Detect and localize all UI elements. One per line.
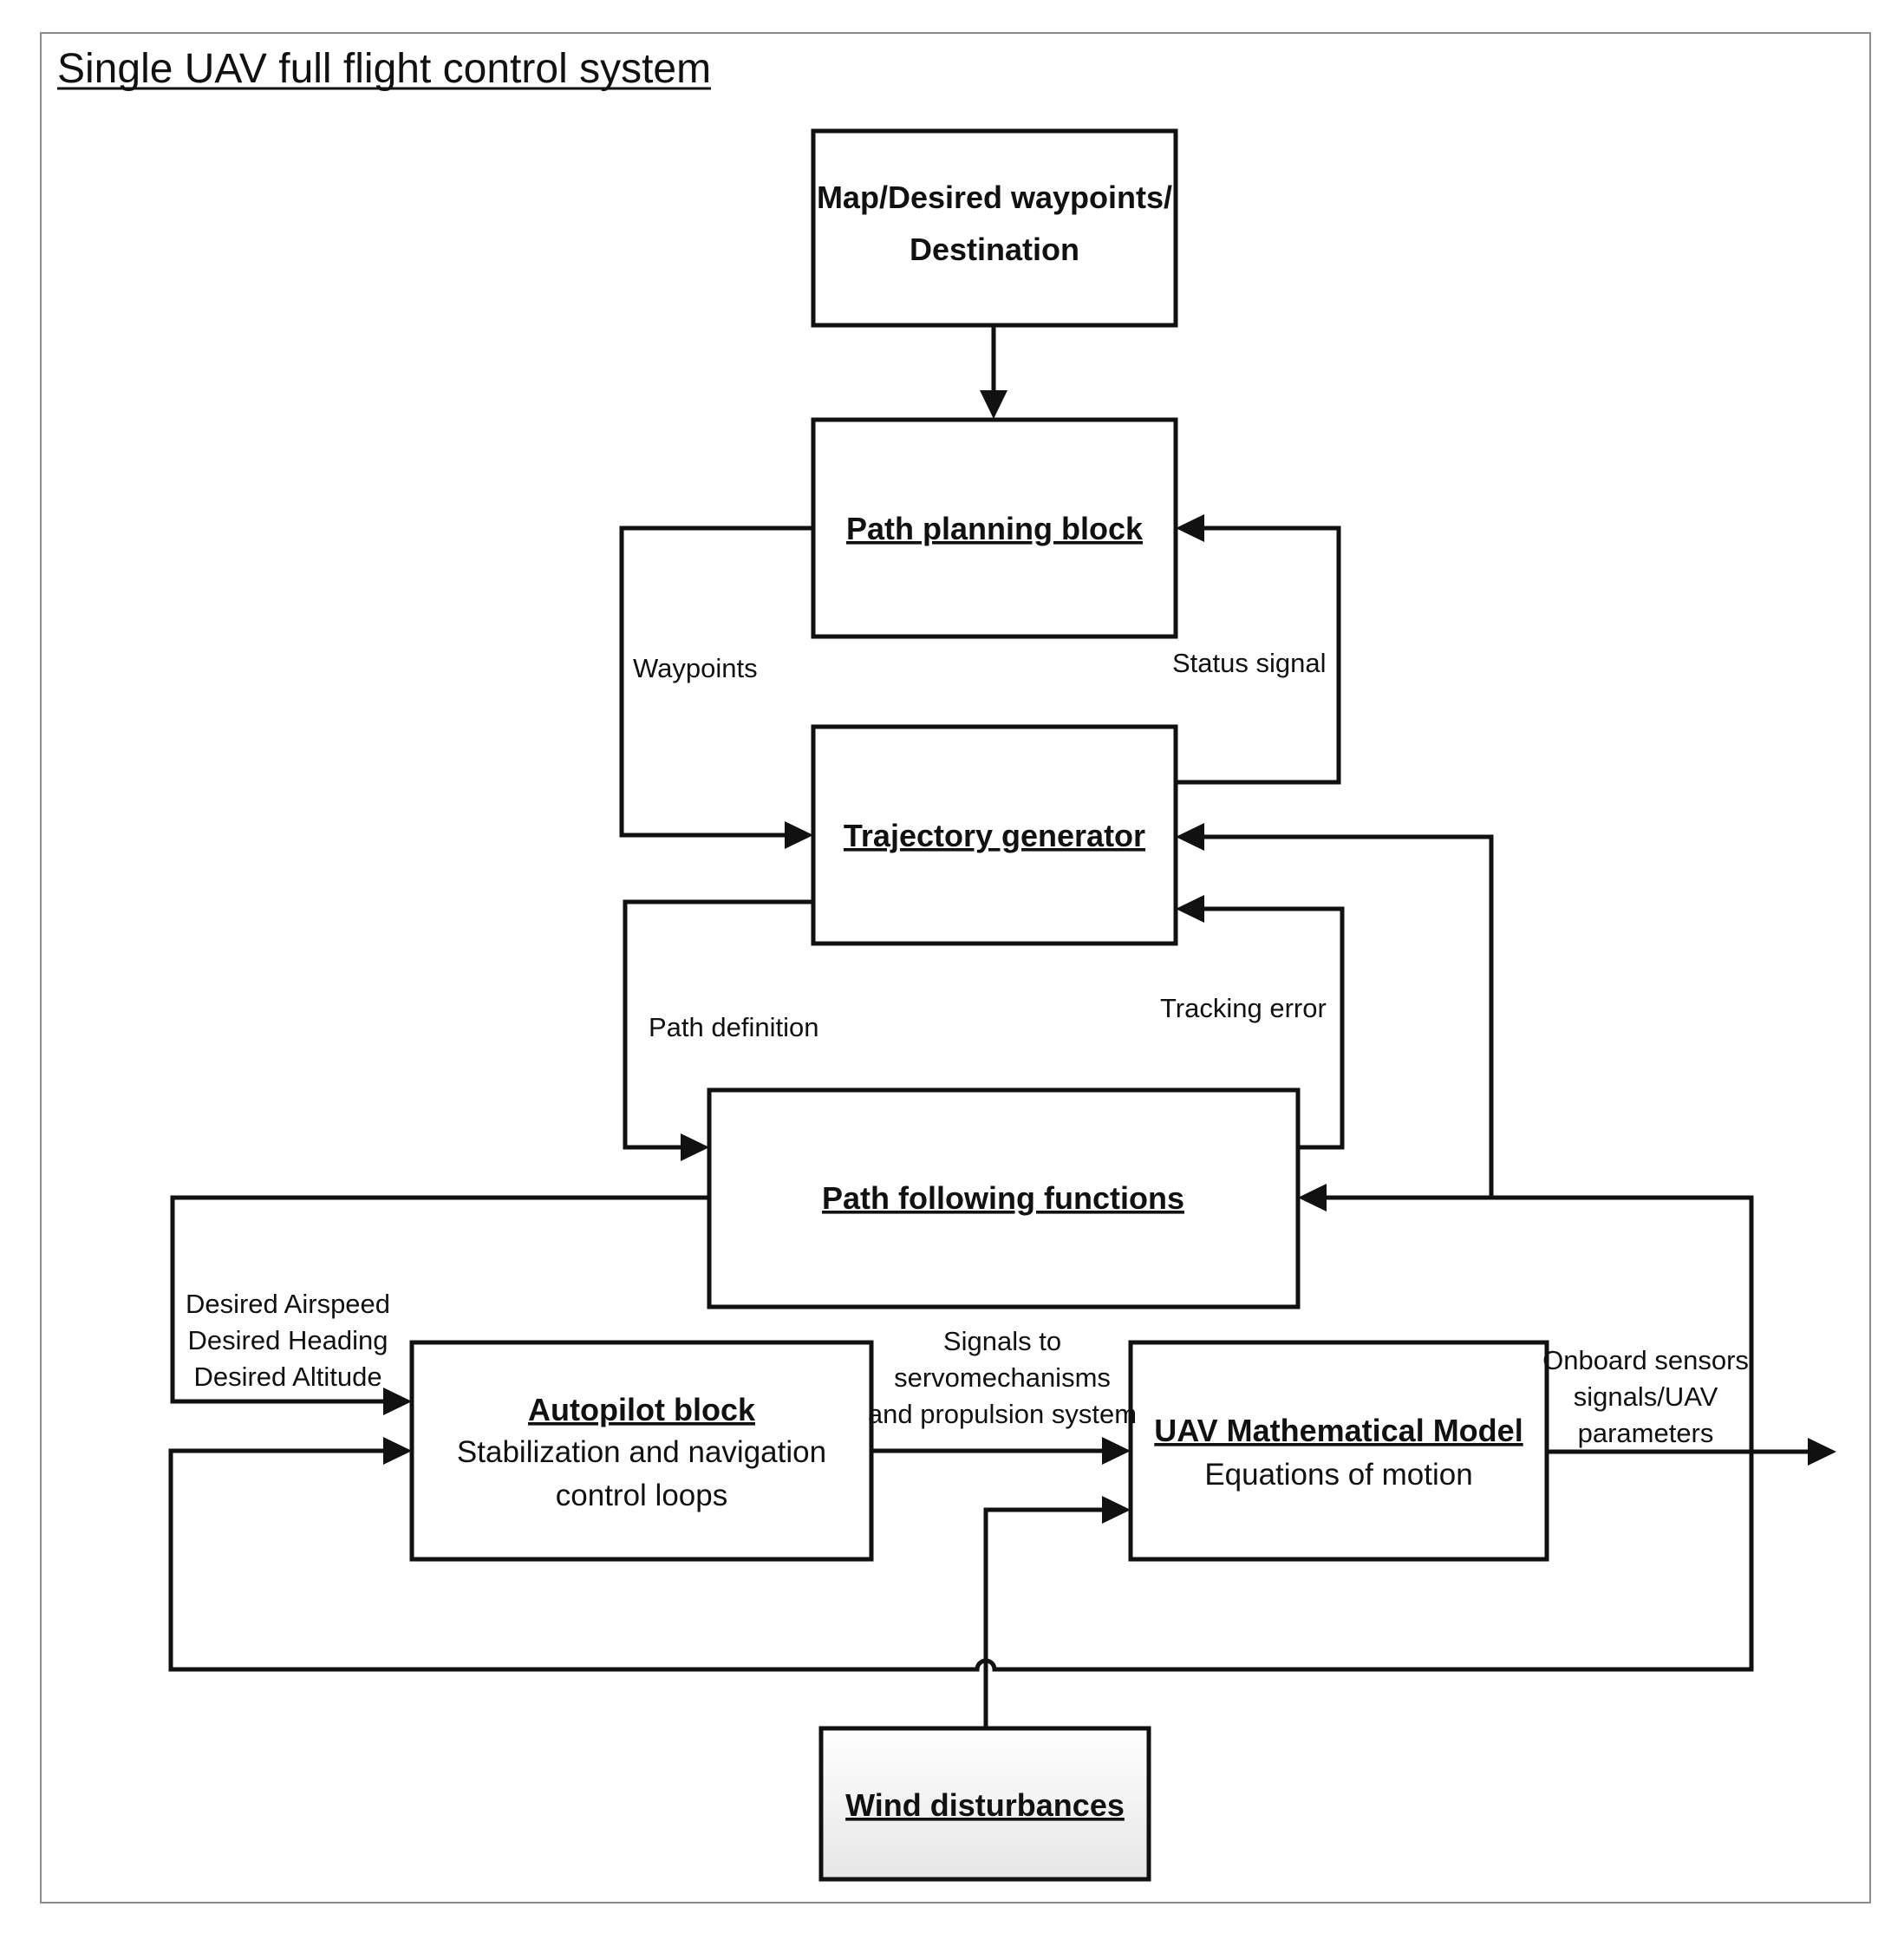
onboard-label-line3: parameters bbox=[1578, 1418, 1714, 1448]
status-signal-label: Status signal bbox=[1172, 648, 1327, 678]
autopilot-title: Autopilot block bbox=[528, 1392, 756, 1427]
model-output-arrowhead bbox=[1808, 1438, 1836, 1466]
uav-model-line1: Equations of motion bbox=[1204, 1458, 1472, 1492]
autopilot-line1: Stabilization and navigation bbox=[457, 1435, 826, 1469]
wind-to-model-wire bbox=[983, 1507, 1106, 1728]
signals-to-model-arrowhead bbox=[1102, 1437, 1131, 1465]
uav-model-block: UAV Mathematical Model Equations of moti… bbox=[1128, 1340, 1549, 1562]
desired-altitude-label: Desired Altitude bbox=[193, 1362, 381, 1392]
sensor-to-trajectory-wire bbox=[1200, 834, 1494, 1198]
path-definition-arrowhead bbox=[681, 1133, 709, 1161]
autopilot-block: Autopilot block Stabilization and naviga… bbox=[409, 1340, 874, 1562]
waypoints-wire bbox=[619, 526, 813, 838]
signals-label-line2: servomechanisms bbox=[894, 1362, 1111, 1393]
waypoints-arrowhead bbox=[785, 821, 813, 849]
trajectory-generator-block: Trajectory generator bbox=[811, 724, 1178, 946]
sensor-to-trajectory-arrowhead bbox=[1176, 823, 1204, 851]
desired-commands-wire bbox=[170, 1195, 709, 1404]
onboard-label-line1: Onboard sensors bbox=[1542, 1345, 1749, 1375]
path-following-title: Path following functions bbox=[822, 1180, 1184, 1216]
desired-airspeed-label: Desired Airspeed bbox=[186, 1289, 390, 1319]
path-planning-title: Path planning block bbox=[846, 511, 1144, 546]
desired-heading-label: Desired Heading bbox=[188, 1325, 388, 1355]
map-block: Map/Desired waypoints/ Destination bbox=[811, 128, 1178, 328]
path-following-block: Path following functions bbox=[707, 1087, 1301, 1309]
desired-commands-label: Desired Airspeed Desired Heading Desired… bbox=[186, 1289, 390, 1392]
desired-commands-arrowhead bbox=[383, 1388, 412, 1415]
path-planning-block: Path planning block bbox=[811, 417, 1178, 639]
map-block-line2: Destination bbox=[910, 232, 1079, 267]
status-signal-arrowhead bbox=[1176, 514, 1204, 542]
wind-disturbances-title: Wind disturbances bbox=[845, 1787, 1125, 1823]
wind-to-model-arrowhead bbox=[1102, 1496, 1131, 1524]
onboard-label-line2: signals/UAV bbox=[1574, 1381, 1718, 1412]
trajectory-generator-title: Trajectory generator bbox=[844, 818, 1145, 853]
map-block-line1: Map/Desired waypoints/ bbox=[817, 180, 1172, 215]
tracking-error-label: Tracking error bbox=[1160, 993, 1327, 1023]
map-to-planning-arrowhead bbox=[980, 390, 1007, 419]
signals-label: Signals to servomechanisms and propulsio… bbox=[868, 1326, 1137, 1429]
diagram-frame bbox=[40, 32, 1871, 1904]
sensor-to-path-following-arrowhead bbox=[1298, 1184, 1327, 1211]
signals-label-line1: Signals to bbox=[943, 1326, 1061, 1356]
autopilot-line2: control loops bbox=[556, 1479, 727, 1512]
waypoints-label: Waypoints bbox=[633, 653, 758, 683]
diagram-title: Single UAV full flight control system bbox=[57, 46, 711, 92]
wind-disturbances-block: Wind disturbances bbox=[818, 1726, 1151, 1882]
path-definition-label: Path definition bbox=[649, 1012, 818, 1042]
onboard-sensors-label: Onboard sensors signals/UAV parameters bbox=[1542, 1345, 1749, 1448]
signals-label-line3: and propulsion system bbox=[868, 1399, 1137, 1429]
tracking-error-wire bbox=[1200, 906, 1345, 1150]
path-definition-wire bbox=[623, 899, 813, 1150]
tracking-error-arrowhead bbox=[1176, 895, 1204, 923]
outer-feedback-arrowhead bbox=[383, 1437, 412, 1465]
uav-model-title: UAV Mathematical Model bbox=[1154, 1413, 1523, 1448]
sensor-to-path-following-wire bbox=[1322, 1195, 1754, 1452]
status-signal-wire bbox=[1176, 526, 1341, 785]
